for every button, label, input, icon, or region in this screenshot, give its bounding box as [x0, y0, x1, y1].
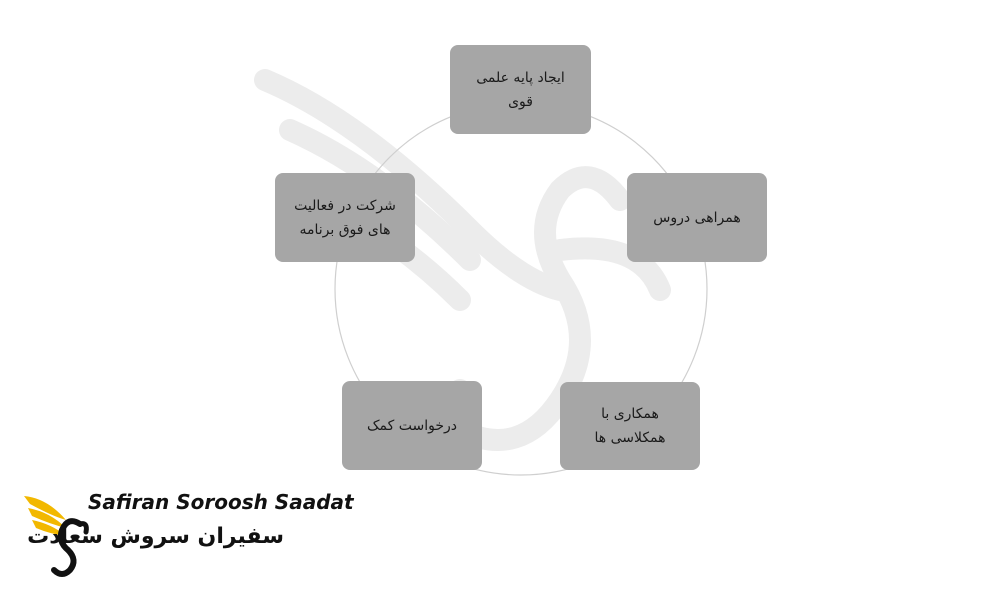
brand-logo: Safiran Soroosh Saadat سفیران سروش سعادت	[22, 490, 354, 585]
brand-name-persian: سفیران سروش سعادت	[27, 524, 284, 549]
node-text-line: قوی	[508, 93, 533, 110]
swan-wing-icon	[24, 496, 89, 577]
node-text-line: همراهی دروس	[653, 209, 741, 226]
node-text-line: درخواست کمک	[367, 417, 457, 434]
node-text-line: شرکت در فعالیت	[294, 197, 396, 214]
node-text-line: های فوق برنامه	[299, 221, 391, 238]
node-text-line: همکلاسی ها	[594, 430, 666, 446]
brand-name-english: Safiran Soroosh Saadat	[88, 490, 354, 514]
cycle-node-ask-for-help: درخواست کمک	[342, 381, 482, 470]
cycle-node-course-accompaniment: همراهی دروس	[627, 173, 767, 262]
cycle-node-scientific-base: ایجاد پایه علمی قوی	[450, 45, 591, 134]
node-text-line: ایجاد پایه علمی	[476, 69, 565, 86]
cycle-node-extracurricular: شرکت در فعالیت های فوق برنامه	[275, 173, 415, 262]
node-text-line: همکاری با	[601, 406, 659, 422]
cycle-node-classmate-cooperation: همکاری با همکلاسی ها	[560, 382, 700, 470]
